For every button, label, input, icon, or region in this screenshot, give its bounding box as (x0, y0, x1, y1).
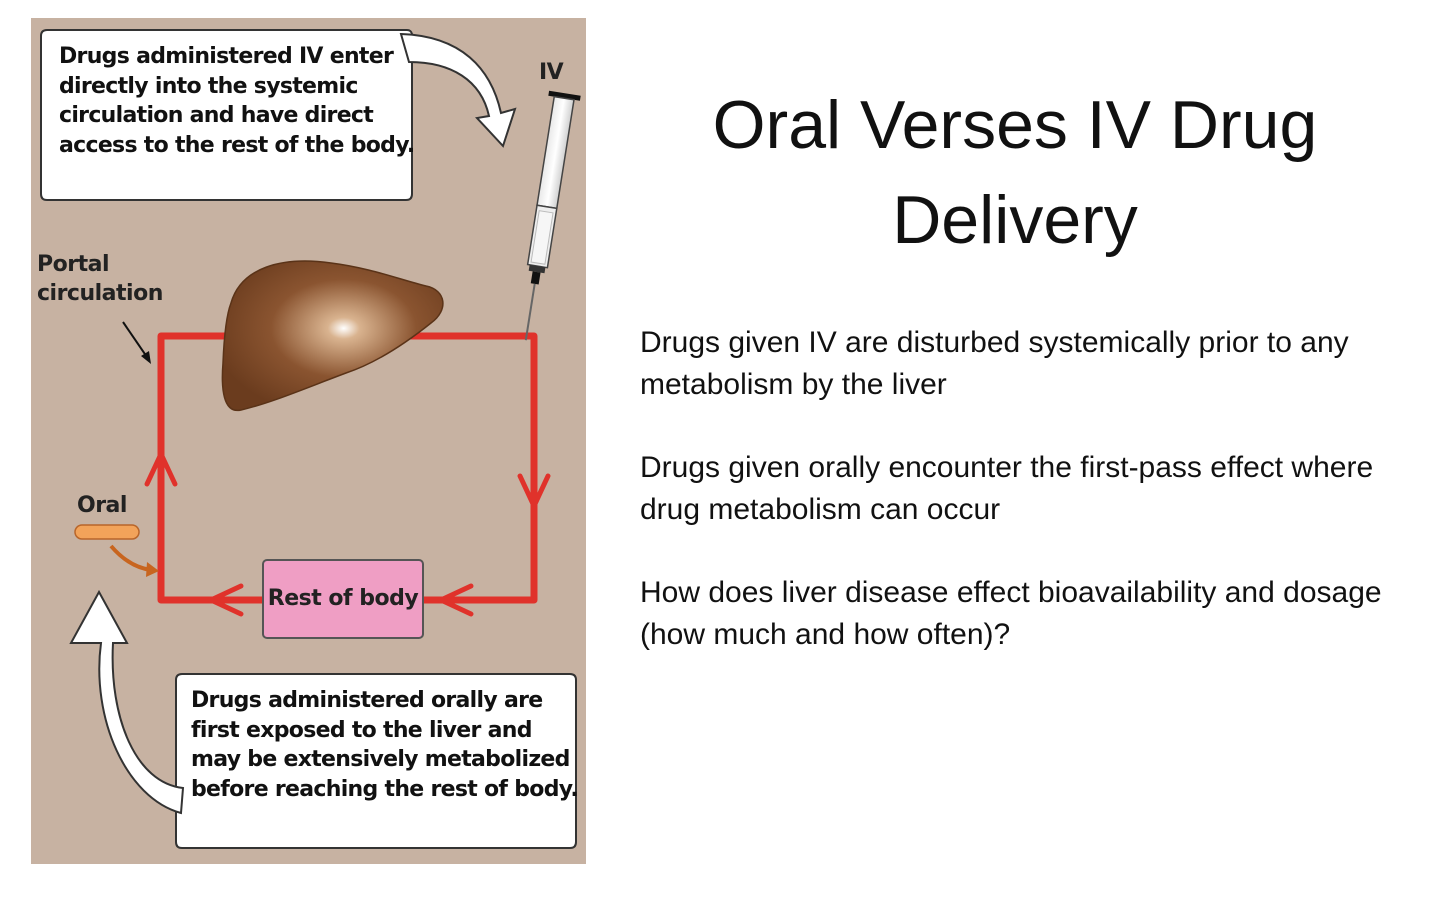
arrow-left-bottom-left (205, 583, 244, 617)
rest-of-body-label: Rest of body (263, 560, 423, 638)
diagram-graphics (40, 29, 581, 849)
bullet-oral: Drugs given orally encounter the first-p… (640, 451, 1374, 526)
syringe (524, 90, 581, 341)
bullet-liver-question: How does liver disease effect bioavailab… (640, 576, 1382, 651)
bullet-iv: Drugs given IV are disturbed systemicall… (640, 326, 1349, 401)
liver (221, 260, 444, 412)
oral-label: Oral (77, 493, 127, 518)
rest-of-body-text: Rest of body (267, 586, 419, 611)
callout-iv-arrow (399, 32, 517, 148)
iv-label: IV (539, 60, 564, 85)
pill (74, 524, 140, 540)
drug-delivery-figure: Drugs administered IV enter directly int… (31, 18, 586, 864)
slide-title: Oral Verses IV Drug Delivery (712, 87, 1318, 258)
callout-iv-text: Drugs administered IV enter directly int… (59, 44, 415, 158)
portal-pointer (122, 321, 150, 361)
flow-arrows (144, 448, 551, 617)
arrow-left-bottom-right (435, 583, 474, 617)
callout-oral-arrow (69, 589, 185, 815)
callout-oral (69, 589, 577, 849)
portal-circulation-label: Portal circulation (37, 252, 163, 306)
arrow-up-left (144, 448, 178, 487)
callout-iv (40, 29, 517, 201)
arrow-down-right (517, 473, 551, 512)
pill-arrow (109, 544, 152, 572)
slide-bullets: Drugs given IV are disturbed systemicall… (640, 322, 1420, 697)
callout-oral-text: Drugs administered orally are first expo… (191, 688, 579, 802)
rest-of-body-box (262, 559, 424, 639)
